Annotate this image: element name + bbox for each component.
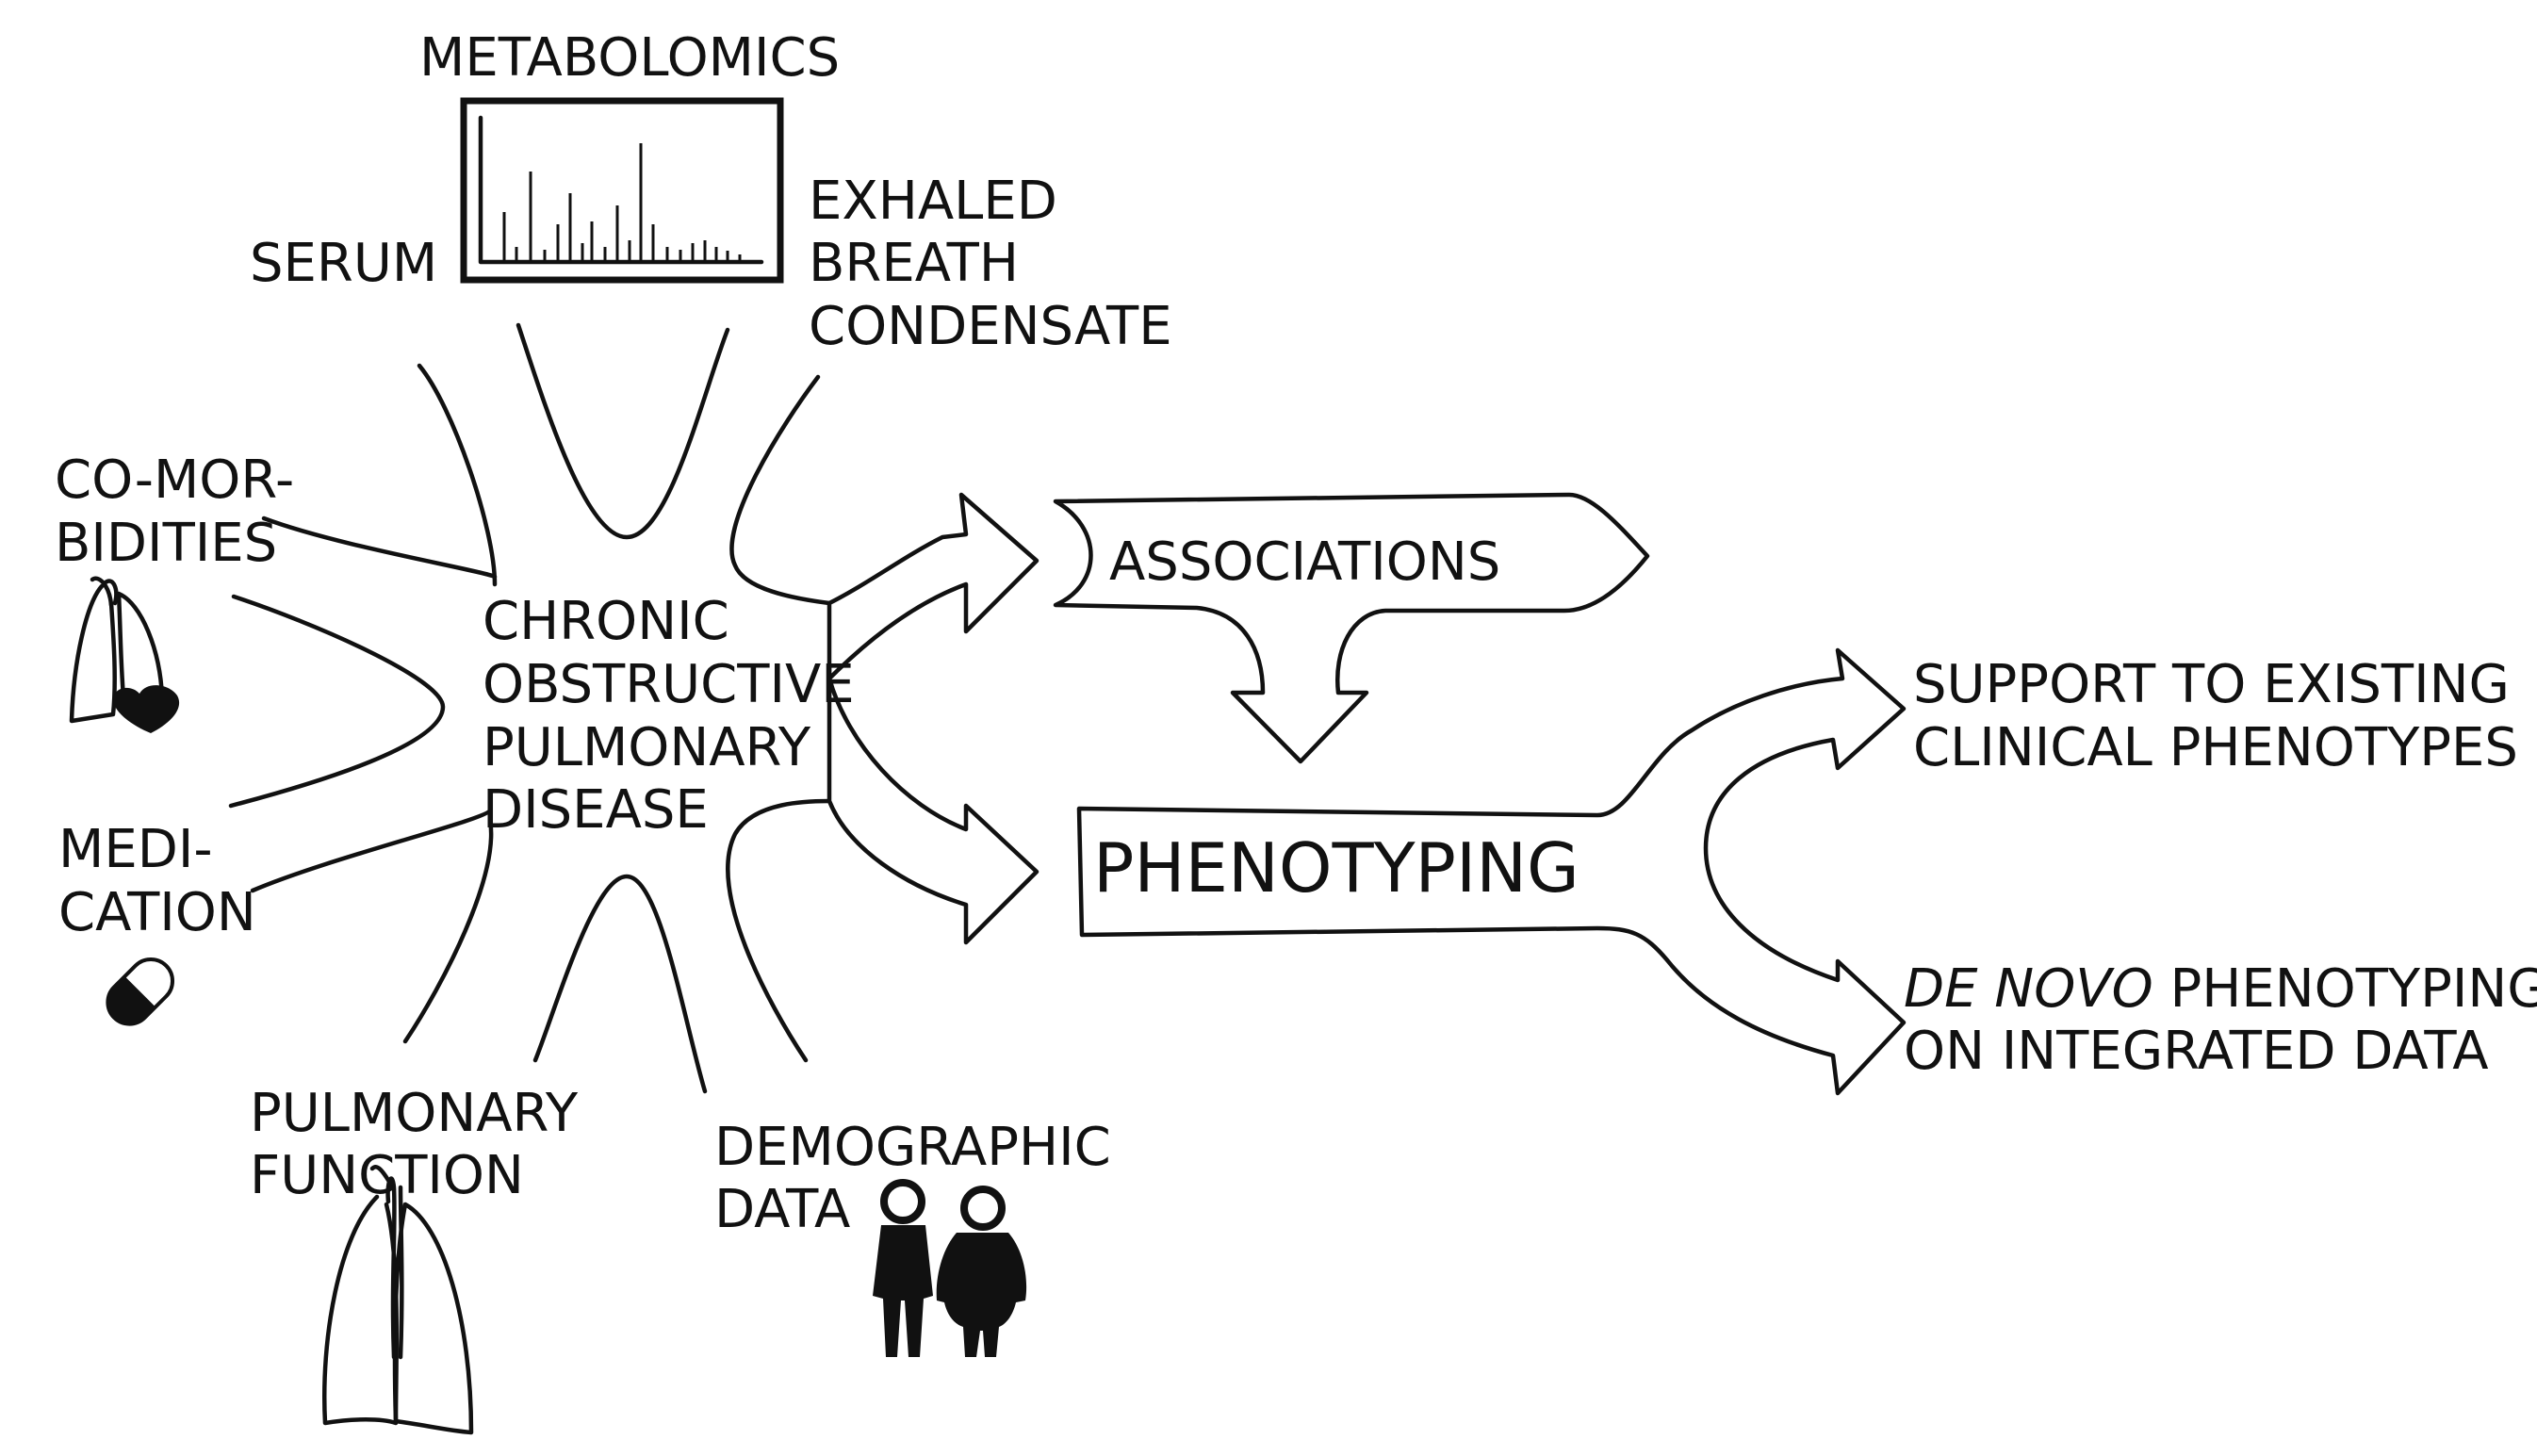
label-support-line-1: SUPPORT TO EXISTING <box>1913 654 2510 715</box>
lungs-icon <box>322 1165 474 1435</box>
arrow-to-associations <box>827 492 1039 681</box>
label-exhaled-line-2: BREATH <box>809 233 1019 294</box>
label-exhaled-line-3: CONDENSATE <box>809 296 1172 357</box>
pill-icon <box>106 957 175 1026</box>
label-metabolomics: METABOLOMICS <box>419 27 840 89</box>
label-medication-line-2: CATION <box>58 882 256 943</box>
label-serum: SERUM <box>250 233 437 294</box>
label-comorbidities-line-1: CO-MOR- <box>55 450 294 511</box>
label-pulmonary-line-2: FUNCTION <box>250 1145 524 1206</box>
people-icon <box>873 1179 1027 1357</box>
associations-banner <box>1053 492 1650 764</box>
lungs-heart-icon <box>69 576 180 733</box>
label-copd-line-3: PULMONARY <box>483 717 811 778</box>
label-copd-line-1: CHRONIC <box>483 591 729 652</box>
label-denovo-italic: DE NOVO <box>1904 958 2153 1020</box>
label-demographic-line-2: DATA <box>714 1179 850 1240</box>
label-medication-line-1: MEDI- <box>58 819 213 880</box>
label-demographic-line-1: DEMOGRAPHIC <box>714 1117 1111 1178</box>
label-exhaled-line-1: EXHALED <box>809 171 1057 232</box>
starburst-lines <box>228 322 832 1094</box>
label-denovo-line-1: DE NOVO PHENOTYPING <box>1904 958 2537 1020</box>
spectrum-icon <box>460 97 784 284</box>
phenotyping-fork <box>1076 647 1907 1096</box>
label-comorbidities-line-2: BIDITIES <box>55 513 277 574</box>
label-associations: ASSOCIATIONS <box>1109 532 1500 593</box>
label-denovo-line-2: ON INTEGRATED DATA <box>1904 1021 2489 1082</box>
label-denovo-rest: PHENOTYPING <box>2153 958 2537 1020</box>
label-support-line-2: CLINICAL PHENOTYPES <box>1913 717 2518 778</box>
label-copd-line-2: OBSTRUCTIVE <box>483 654 855 715</box>
arrow-to-phenotyping <box>827 676 1039 945</box>
label-pulmonary-line-1: PULMONARY <box>250 1083 579 1144</box>
label-phenotyping: PHENOTYPING <box>1093 828 1579 908</box>
label-copd-line-4: DISEASE <box>483 779 709 841</box>
